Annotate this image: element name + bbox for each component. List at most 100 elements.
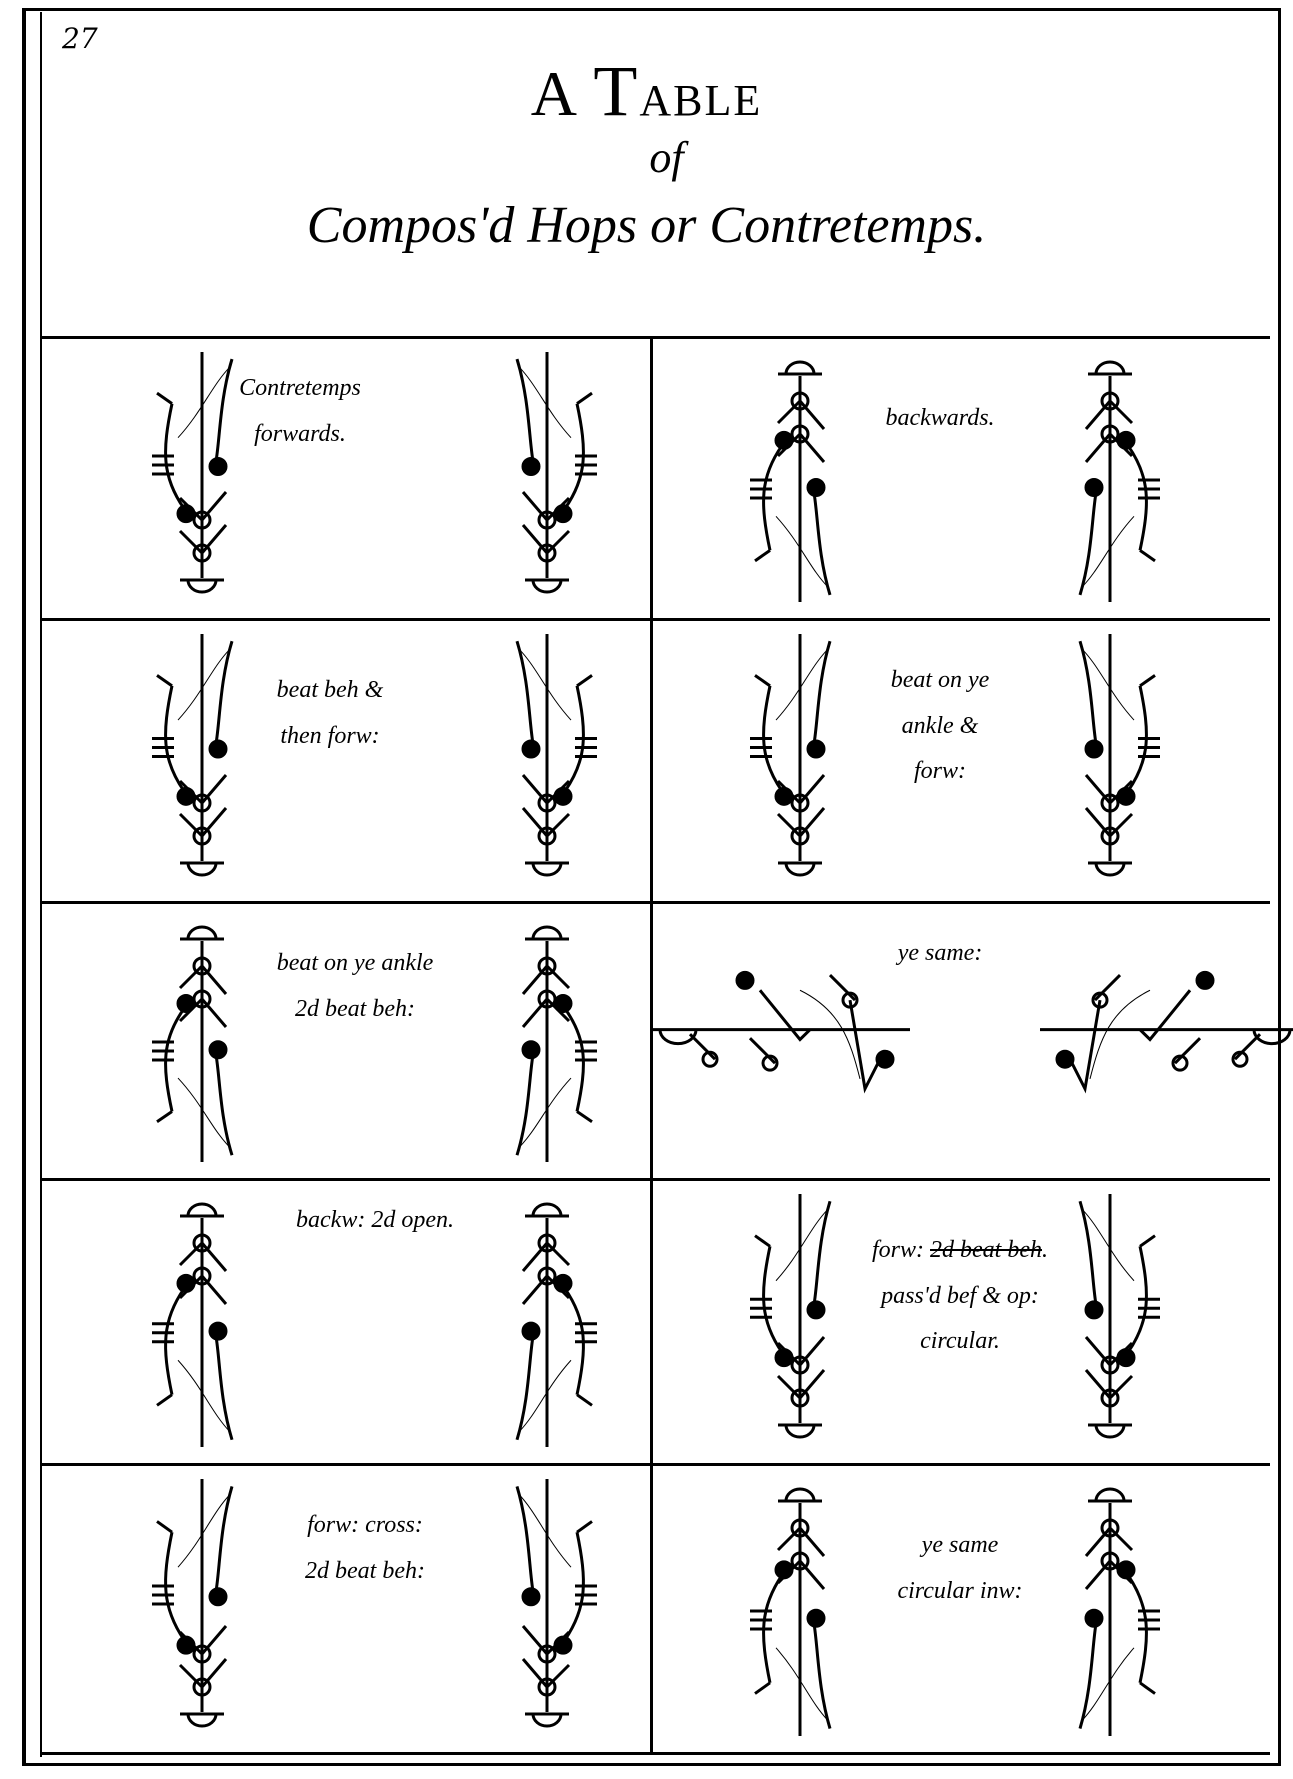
table-rule xyxy=(42,1178,1270,1181)
dance-notation-figure xyxy=(750,634,832,877)
leg-stroke xyxy=(1078,1200,1098,1305)
step-label-line: 2d beat beh: xyxy=(305,1557,425,1584)
step-label-line: Contretemps xyxy=(239,375,361,401)
leg-stroke xyxy=(214,640,234,744)
leg-stroke xyxy=(515,1054,535,1156)
step-stroke xyxy=(798,1336,826,1366)
foot-dot xyxy=(208,1587,228,1607)
step-label-line: backw: 2d open. xyxy=(296,1207,454,1233)
column-divider xyxy=(650,336,653,1752)
step-stroke xyxy=(200,1658,228,1688)
foot-dot xyxy=(806,1300,826,1320)
notation-strokes xyxy=(152,925,234,1162)
path-curve xyxy=(1081,648,1135,721)
foot-dot xyxy=(1116,786,1136,806)
foot-dot xyxy=(1116,1560,1136,1580)
leg-stroke xyxy=(1139,1681,1156,1695)
step-stroke xyxy=(178,529,204,555)
foot-dot xyxy=(208,1321,228,1341)
foot-dot xyxy=(735,970,755,990)
foot-dot xyxy=(553,1635,573,1655)
step-stroke xyxy=(798,1527,826,1557)
step-stroke xyxy=(1084,1369,1112,1399)
step-stroke xyxy=(798,774,826,804)
step-stroke xyxy=(1084,1527,1112,1557)
step-label-line: circular inw: xyxy=(897,1577,1023,1604)
leg-stroke xyxy=(214,1336,234,1441)
foot-dot xyxy=(176,786,196,806)
foot-dot xyxy=(774,1560,794,1580)
step-label-line: forw: 2d beat beh. xyxy=(872,1237,1048,1263)
dance-notation-figure xyxy=(152,352,234,594)
notation-strokes xyxy=(515,1479,597,1728)
notation-strokes xyxy=(152,1202,234,1447)
leg-stroke xyxy=(812,1623,832,1729)
step-circle xyxy=(1100,391,1120,411)
step-stroke xyxy=(178,1663,204,1689)
step-label-line: beat beh & xyxy=(276,677,384,703)
leg-stroke xyxy=(1139,674,1156,688)
table-rule xyxy=(42,1463,1270,1466)
notation-strokes xyxy=(1078,634,1160,877)
leg-stroke xyxy=(156,674,173,688)
step-circle xyxy=(1100,793,1120,813)
step-stroke xyxy=(545,1241,571,1267)
step-label-line: ankle & xyxy=(901,712,979,739)
foot-dot xyxy=(875,1049,895,1069)
step-label: backwards. xyxy=(830,396,1050,442)
leg-stroke xyxy=(156,1393,173,1407)
step-stroke xyxy=(1108,1374,1134,1400)
step-label: ye same: xyxy=(830,931,1050,977)
path-curve xyxy=(518,366,572,439)
step-stroke xyxy=(1233,1033,1262,1061)
path-curve xyxy=(1081,1208,1135,1282)
step-stroke xyxy=(1173,1037,1202,1065)
notation-strokes xyxy=(1040,970,1293,1094)
step-circle xyxy=(192,510,212,530)
step-label: beat on ye ankle & forw: xyxy=(830,658,1050,795)
leg-stroke xyxy=(1126,1574,1148,1684)
step-label-line: forw: cross: xyxy=(307,1512,423,1538)
step-stroke xyxy=(1084,807,1112,837)
step-label-line: 2d beat beh: xyxy=(295,995,415,1022)
path-curve xyxy=(518,1359,572,1433)
step-stroke xyxy=(521,1625,549,1655)
step-label-line: forw: xyxy=(913,758,966,785)
table-rule xyxy=(42,618,1270,621)
step-label: forw: cross: 2d beat beh: xyxy=(255,1503,475,1594)
leg-stroke xyxy=(563,685,585,792)
step-circle xyxy=(537,956,557,976)
leg-stroke xyxy=(156,1520,173,1534)
title-rest: ABLE xyxy=(639,76,763,125)
leg-stroke xyxy=(762,1245,784,1354)
foot-dot xyxy=(521,1040,541,1060)
step-stroke xyxy=(1108,812,1134,838)
step-circle xyxy=(1100,1518,1120,1538)
foot-dot xyxy=(208,1040,228,1060)
position-mark xyxy=(1252,1029,1292,1046)
foot-dot xyxy=(208,739,228,759)
foot-dot xyxy=(553,994,573,1014)
table-rule xyxy=(42,901,1270,904)
step-label-line: forwards. xyxy=(254,420,346,447)
notation-strokes xyxy=(1078,1487,1160,1736)
path-curve xyxy=(177,648,231,721)
position-mark xyxy=(186,1713,218,1728)
step-label: forw: 2d beat beh.pass'd bef & op:circul… xyxy=(850,1228,1070,1365)
leg-stroke xyxy=(754,674,771,688)
notation-strokes xyxy=(750,360,832,602)
step-label-line: ye same: xyxy=(897,940,983,966)
step-stroke xyxy=(178,1241,204,1267)
leg-stroke xyxy=(812,640,832,744)
dance-notation-figure xyxy=(152,925,234,1162)
struck-text: 2d beat beh xyxy=(930,1237,1042,1263)
path-curve xyxy=(775,1208,829,1282)
foot-dot xyxy=(1195,970,1215,990)
dance-notation-figure xyxy=(152,1202,234,1447)
step-label-line: beat on ye xyxy=(890,667,990,693)
foot-dot xyxy=(1084,1300,1104,1320)
foot-dot xyxy=(1116,430,1136,450)
step-circle xyxy=(192,1644,212,1664)
path-curve xyxy=(177,1359,231,1433)
